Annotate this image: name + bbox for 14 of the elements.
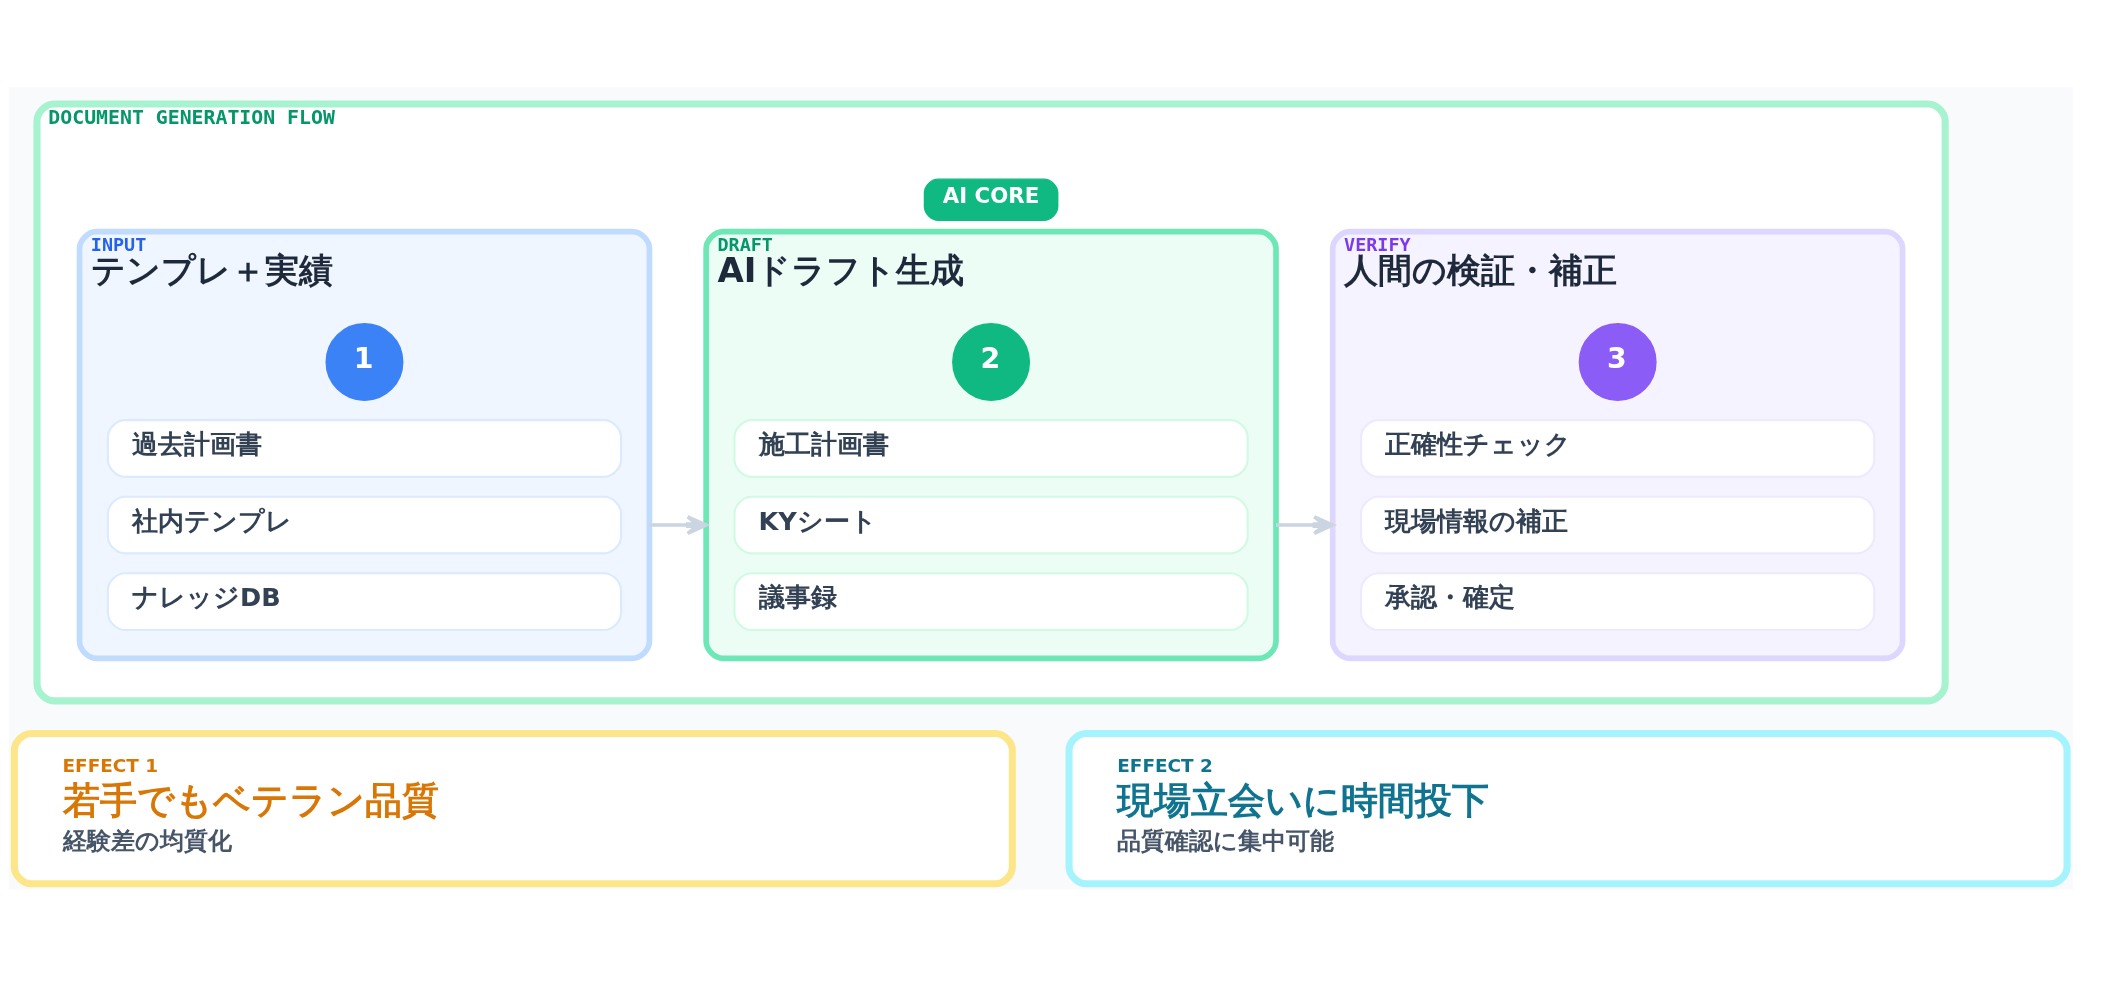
arrow xyxy=(1276,514,1335,535)
node-box: EFFECT 1 若手でもベテラン品質 経験差の均質化 xyxy=(10,729,1016,887)
node-circle: 3 xyxy=(1578,322,1657,401)
node-circle: 2 xyxy=(952,322,1031,401)
node-box: 社内テンプレ xyxy=(106,495,623,554)
node-circle: 1 xyxy=(325,322,404,401)
arrow xyxy=(649,514,708,535)
node-box: 議事録 xyxy=(733,571,1249,631)
node-box: KYシート xyxy=(733,495,1249,554)
node-box: 施工計画書 xyxy=(733,418,1249,478)
node-box: ナレッジDB xyxy=(106,571,623,631)
node-box: EFFECT 2 現場立会いに時間投下 品質確認に集中可能 xyxy=(1065,729,2071,887)
node-box: 過去計画書 xyxy=(106,418,623,478)
node-box: AI CORE xyxy=(923,177,1059,221)
